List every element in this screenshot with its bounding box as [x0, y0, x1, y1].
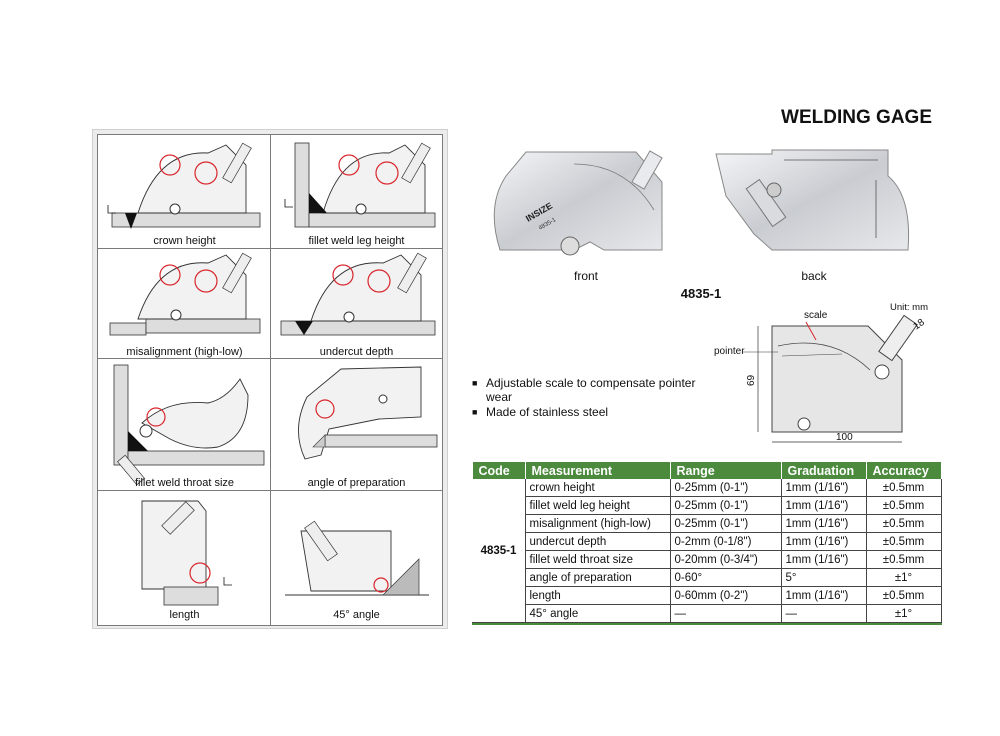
back-label: back — [801, 269, 827, 283]
cell-accuracy: ±0.5mm — [865, 514, 942, 533]
cell-graduation: — — [780, 604, 866, 623]
diagram-fillet-weld-leg-height: fillet weld leg height — [270, 134, 443, 250]
bullet-icon: ■ — [472, 378, 478, 388]
back-photo — [715, 149, 910, 251]
diagram-label: length — [169, 609, 200, 621]
diagram-angle-of-preparation: angle of preparation — [270, 358, 443, 492]
cell-graduation: 1mm (1/16") — [780, 586, 866, 605]
table-row: 45° angle — — ±1° — [473, 604, 942, 623]
diagram-45-angle: 45° angle — [270, 490, 443, 626]
diagram-panel: crown height fillet weld leg height misa… — [92, 129, 448, 629]
cell-measurement: angle of preparation — [524, 568, 670, 587]
diagram-length: length — [97, 490, 272, 626]
scale-label: scale — [804, 310, 828, 321]
table-row: fillet weld throat size 0-20mm (0-3/4") … — [473, 550, 942, 569]
pointer-label: pointer — [714, 346, 745, 357]
technical-drawing: scale pointer 69 100 18 — [714, 310, 927, 443]
cell-graduation: 1mm (1/16") — [780, 514, 866, 533]
header-measurement: Measurement — [525, 462, 671, 479]
front-label: front — [573, 269, 598, 283]
cell-measurement: fillet weld throat size — [524, 550, 670, 569]
diagram-label: fillet weld throat size — [134, 477, 235, 489]
table-row: length 0-60mm (0-2") 1mm (1/16") ±0.5mm — [473, 586, 942, 605]
header-range: Range — [670, 462, 782, 479]
cell-measurement: crown height — [524, 479, 670, 497]
cell-accuracy: ±0.5mm — [865, 586, 942, 605]
diagram-fillet-weld-throat: fillet weld throat size — [97, 358, 272, 492]
front-photo: INSIZE 4835-1 — [493, 150, 663, 256]
model-number: 4835-1 — [680, 286, 722, 301]
cell-range: 0-20mm (0-3/4") — [669, 550, 781, 569]
feature-list: ■ Adjustable scale to compensate pointer… — [472, 376, 712, 420]
cell-accuracy: ±0.5mm — [865, 479, 942, 497]
table-bottom-rule — [472, 622, 942, 625]
cell-range: 0-60° — [669, 568, 781, 587]
diagram-label: undercut depth — [319, 346, 394, 358]
diagram-undercut-depth: undercut depth — [270, 248, 443, 360]
cell-measurement: fillet weld leg height — [524, 496, 670, 515]
header-code: Code — [472, 462, 526, 479]
diagram-crown-height: crown height — [97, 134, 272, 250]
cell-range: 0-25mm (0-1") — [669, 496, 781, 515]
cell-accuracy: ±1° — [865, 604, 942, 623]
dim-width: 100 — [836, 432, 853, 443]
unit-label: Unit: mm — [890, 302, 928, 313]
diagram-label: 45° angle — [333, 609, 380, 621]
spec-table: Code Measurement Range Graduation Accura… — [472, 462, 942, 625]
diagram-label: misalignment (high-low) — [126, 346, 243, 358]
feature-text: Adjustable scale to compensate pointer w… — [486, 376, 696, 404]
cell-range: 0-2mm (0-1/8") — [669, 532, 781, 551]
diagram-label: crown height — [153, 235, 216, 247]
feature-item: ■ Made of stainless steel — [472, 405, 712, 419]
cell-measurement: length — [524, 586, 670, 605]
cell-range: — — [669, 604, 781, 623]
feature-text: Made of stainless steel — [486, 405, 609, 419]
table-row: angle of preparation 0-60° 5° ±1° — [473, 568, 942, 587]
cell-accuracy: ±0.5mm — [865, 532, 942, 551]
cell-accuracy: ±0.5mm — [865, 550, 942, 569]
cell-measurement: undercut depth — [524, 532, 670, 551]
cell-measurement: misalignment (high-low) — [524, 514, 670, 533]
table-bottom-rule-cell — [472, 622, 942, 625]
cell-graduation: 1mm (1/16") — [780, 532, 866, 551]
table-code-cell: 4835-1 — [472, 479, 525, 623]
cell-graduation: 1mm (1/16") — [780, 496, 866, 515]
diagram-label: angle of preparation — [307, 477, 406, 489]
table-header-row: Code Measurement Range Graduation Accura… — [472, 462, 942, 479]
cell-graduation: 1mm (1/16") — [780, 550, 866, 569]
cell-range: 0-60mm (0-2") — [669, 586, 781, 605]
table-row: 4835-1 crown height 0-25mm (0-1") 1mm (1… — [472, 479, 942, 623]
cell-accuracy: ±1° — [865, 568, 942, 587]
dim-height: 69 — [746, 374, 757, 386]
bullet-icon: ■ — [472, 407, 478, 417]
table-row: undercut depth 0-2mm (0-1/8") 1mm (1/16"… — [473, 532, 942, 551]
page-title: WELDING GAGE — [781, 107, 932, 128]
table-row: fillet weld leg height 0-25mm (0-1") 1mm… — [473, 496, 942, 515]
header-graduation: Graduation — [781, 462, 867, 479]
feature-item: ■ Adjustable scale to compensate pointer… — [472, 376, 712, 404]
cell-accuracy: ±0.5mm — [865, 496, 942, 515]
diagram-label: fillet weld leg height — [308, 235, 405, 247]
cell-graduation: 1mm (1/16") — [780, 479, 866, 497]
cell-graduation: 5° — [780, 568, 866, 587]
cell-range: 0-25mm (0-1") — [669, 479, 781, 497]
diagram-misalignment: misalignment (high-low) — [97, 248, 272, 360]
table-row: misalignment (high-low) 0-25mm (0-1") 1m… — [473, 514, 942, 533]
cell-range: 0-25mm (0-1") — [669, 514, 781, 533]
header-accuracy: Accuracy — [866, 462, 942, 479]
cell-measurement: 45° angle — [524, 604, 670, 623]
